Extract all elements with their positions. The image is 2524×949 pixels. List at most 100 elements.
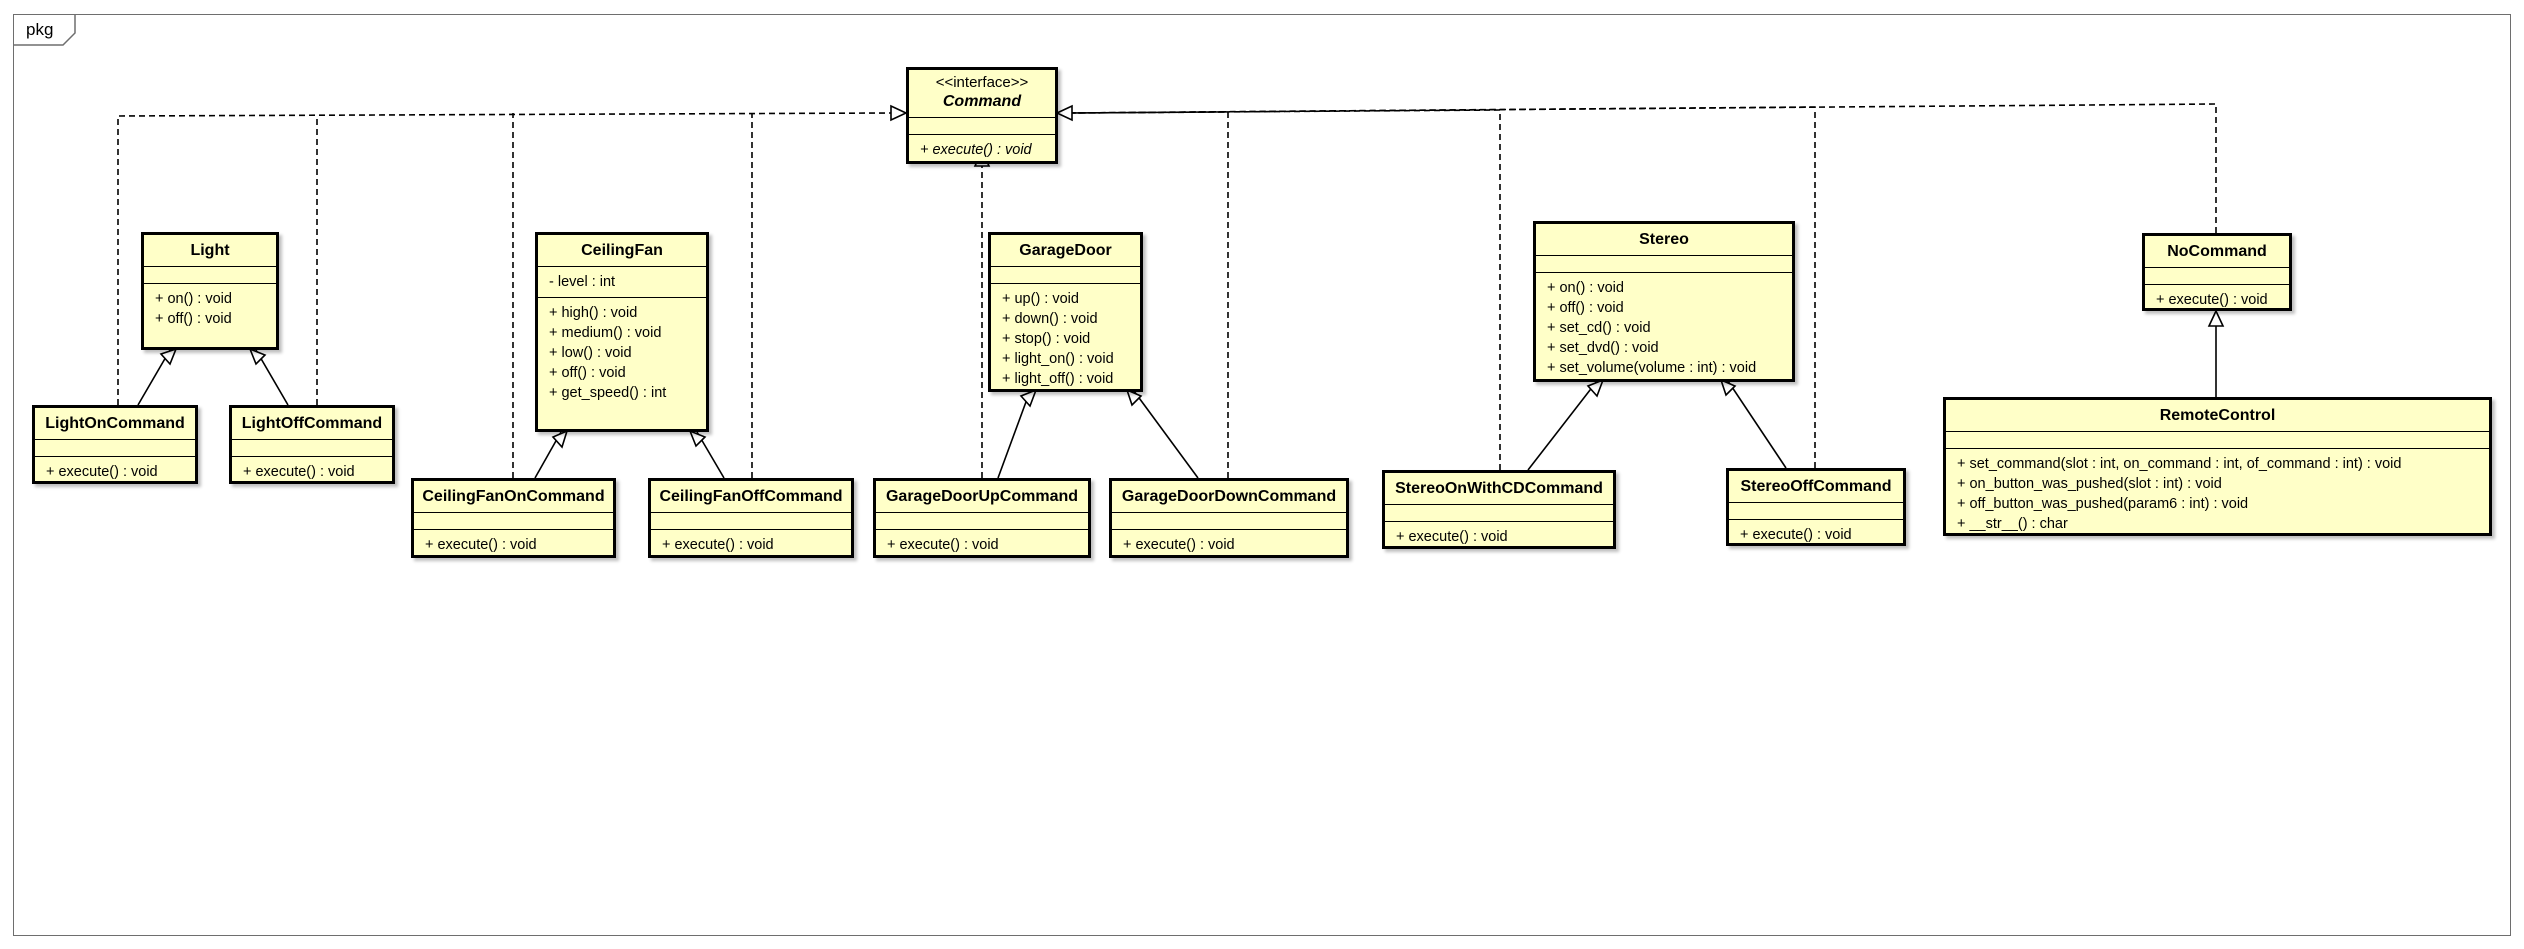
class-name: StereoOnWithCDCommand bbox=[1395, 480, 1603, 497]
operation: + up() : void bbox=[1002, 291, 1079, 307]
operations-compartment: + on() : void + off() : void bbox=[144, 283, 276, 334]
operations-compartment: + high() : void + medium() : void + low(… bbox=[538, 297, 706, 408]
operations-compartment: + execute() : void bbox=[651, 529, 851, 560]
class-ceiling-fan-off-command[interactable]: CeilingFanOffCommand + execute() : void bbox=[648, 478, 854, 558]
attributes-compartment bbox=[144, 266, 276, 283]
operations-compartment: + on() : void + off() : void + set_cd() … bbox=[1536, 272, 1792, 383]
realization-arrowhead bbox=[890, 104, 908, 122]
class-stereo-off-command[interactable]: StereoOffCommand + execute() : void bbox=[1726, 468, 1906, 546]
generalization-arrowhead bbox=[1586, 378, 1605, 398]
operation: + on() : void bbox=[155, 291, 232, 307]
operation: + off_button_was_pushed(param6 : int) : … bbox=[1957, 496, 2249, 512]
package-label: pkg bbox=[26, 20, 54, 39]
class-name: GarageDoorDownCommand bbox=[1121, 488, 1337, 505]
attributes-compartment: - level : int bbox=[538, 266, 706, 297]
attributes-compartment bbox=[35, 439, 195, 456]
realization-edge bbox=[117, 112, 893, 405]
class-light-off-command[interactable]: LightOffCommand + execute() : void bbox=[229, 405, 395, 484]
class-stereo-on-with-cd-command[interactable]: StereoOnWithCDCommand + execute() : void bbox=[1382, 470, 1616, 549]
package-tab bbox=[13, 14, 76, 46]
generalization-edge bbox=[1133, 390, 1199, 479]
operation: + execute() : void bbox=[425, 537, 537, 553]
class-garage-door[interactable]: GarageDoor + up() : void + down() : void… bbox=[988, 232, 1143, 392]
attributes-compartment bbox=[1946, 431, 2489, 448]
class-name: NoCommand bbox=[2167, 243, 2267, 260]
attributes-compartment bbox=[876, 512, 1088, 529]
class-name: CeilingFan bbox=[581, 242, 663, 259]
generalization-arrowhead bbox=[688, 429, 707, 448]
operation: + execute() : void bbox=[1123, 537, 1235, 553]
operation: + on_button_was_pushed(slot : int) : voi… bbox=[1957, 476, 2222, 492]
class-name: StereoOffCommand bbox=[1740, 478, 1892, 495]
operation: + medium() : void bbox=[549, 325, 662, 341]
operation: + execute() : void bbox=[46, 464, 158, 480]
generalization-arrowhead bbox=[551, 429, 569, 449]
generalization-arrowhead bbox=[1719, 378, 1737, 397]
operations-compartment: + set_command(slot : int, on_command : i… bbox=[1946, 448, 2489, 539]
generalization-arrowhead bbox=[1019, 388, 1038, 408]
class-name: CeilingFanOnCommand bbox=[422, 488, 605, 505]
operation: + set_cd() : void bbox=[1547, 320, 1651, 336]
class-name: CeilingFanOffCommand bbox=[659, 488, 843, 505]
attributes-compartment bbox=[1536, 255, 1792, 272]
operation: + off() : void bbox=[155, 311, 232, 327]
attributes-compartment bbox=[414, 512, 613, 529]
class-name: GarageDoor bbox=[1019, 242, 1112, 259]
generalization-arrowhead bbox=[248, 347, 267, 366]
class-name: Light bbox=[190, 242, 230, 259]
attributes-compartment bbox=[909, 117, 1055, 134]
class-stereo[interactable]: Stereo + on() : void + off() : void + se… bbox=[1533, 221, 1795, 382]
generalization-edge bbox=[1527, 380, 1598, 471]
operation: + execute() : void bbox=[1740, 527, 1852, 543]
stereotype-label: <<interface>> bbox=[935, 74, 1029, 91]
class-name: RemoteControl bbox=[2159, 407, 2276, 424]
operation: + execute() : void bbox=[887, 537, 999, 553]
class-name: Stereo bbox=[1639, 231, 1689, 248]
operations-compartment: + execute() : void bbox=[35, 456, 195, 487]
operation: + down() : void bbox=[1002, 311, 1098, 327]
class-garage-door-down-command[interactable]: GarageDoorDownCommand + execute() : void bbox=[1109, 478, 1349, 558]
attributes-compartment bbox=[991, 266, 1140, 283]
generalization-arrowhead bbox=[1125, 388, 1143, 407]
operation: + low() : void bbox=[549, 345, 632, 361]
class-command[interactable]: <<interface>> Command + execute() : void bbox=[906, 67, 1058, 164]
attributes-compartment bbox=[1385, 504, 1613, 521]
operations-compartment: + execute() : void bbox=[414, 529, 613, 560]
operation: + on() : void bbox=[1547, 280, 1624, 296]
operation: + execute() : void bbox=[2156, 292, 2268, 308]
class-ceiling-fan-on-command[interactable]: CeilingFanOnCommand + execute() : void bbox=[411, 478, 616, 558]
operations-compartment: + execute() : void bbox=[1385, 521, 1613, 552]
generalization-arrowhead bbox=[2207, 309, 2225, 327]
class-remote-control[interactable]: RemoteControl + set_command(slot : int, … bbox=[1943, 397, 2492, 536]
operations-compartment: + execute() : void bbox=[909, 134, 1055, 165]
attributes-compartment bbox=[1112, 512, 1346, 529]
operation: + off() : void bbox=[549, 365, 626, 381]
generalization-arrowhead bbox=[159, 347, 178, 366]
operation: + execute() : void bbox=[1396, 529, 1508, 545]
operation: + set_dvd() : void bbox=[1547, 340, 1659, 356]
operations-compartment: + execute() : void bbox=[1729, 519, 1903, 550]
realization-edge bbox=[1069, 103, 2217, 233]
class-light[interactable]: Light + on() : void + off() : void bbox=[141, 232, 279, 350]
operation: + light_on() : void bbox=[1002, 351, 1114, 367]
operation: + set_volume(volume : int) : void bbox=[1547, 360, 1757, 376]
generalization-edge bbox=[997, 390, 1031, 479]
class-name: Command bbox=[942, 93, 1022, 110]
class-light-on-command[interactable]: LightOnCommand + execute() : void bbox=[32, 405, 198, 484]
operation: + off() : void bbox=[1547, 300, 1624, 316]
attributes-compartment bbox=[1729, 502, 1903, 519]
class-no-command[interactable]: NoCommand + execute() : void bbox=[2142, 233, 2292, 311]
generalization-edge bbox=[1727, 380, 1787, 469]
operation: + execute() : void bbox=[662, 537, 774, 553]
operations-compartment: + execute() : void bbox=[876, 529, 1088, 560]
class-name: GarageDoorUpCommand bbox=[885, 488, 1079, 505]
operations-compartment: + up() : void + down() : void + stop() :… bbox=[991, 283, 1140, 394]
class-garage-door-up-command[interactable]: GarageDoorUpCommand + execute() : void bbox=[873, 478, 1091, 558]
class-ceiling-fan[interactable]: CeilingFan - level : int + high() : void… bbox=[535, 232, 709, 432]
attributes-compartment bbox=[232, 439, 392, 456]
operations-compartment: + execute() : void bbox=[232, 456, 392, 487]
operation: + light_off() : void bbox=[1002, 371, 1114, 387]
operation: + execute() : void bbox=[243, 464, 355, 480]
operation: + execute() : void bbox=[920, 142, 1032, 158]
